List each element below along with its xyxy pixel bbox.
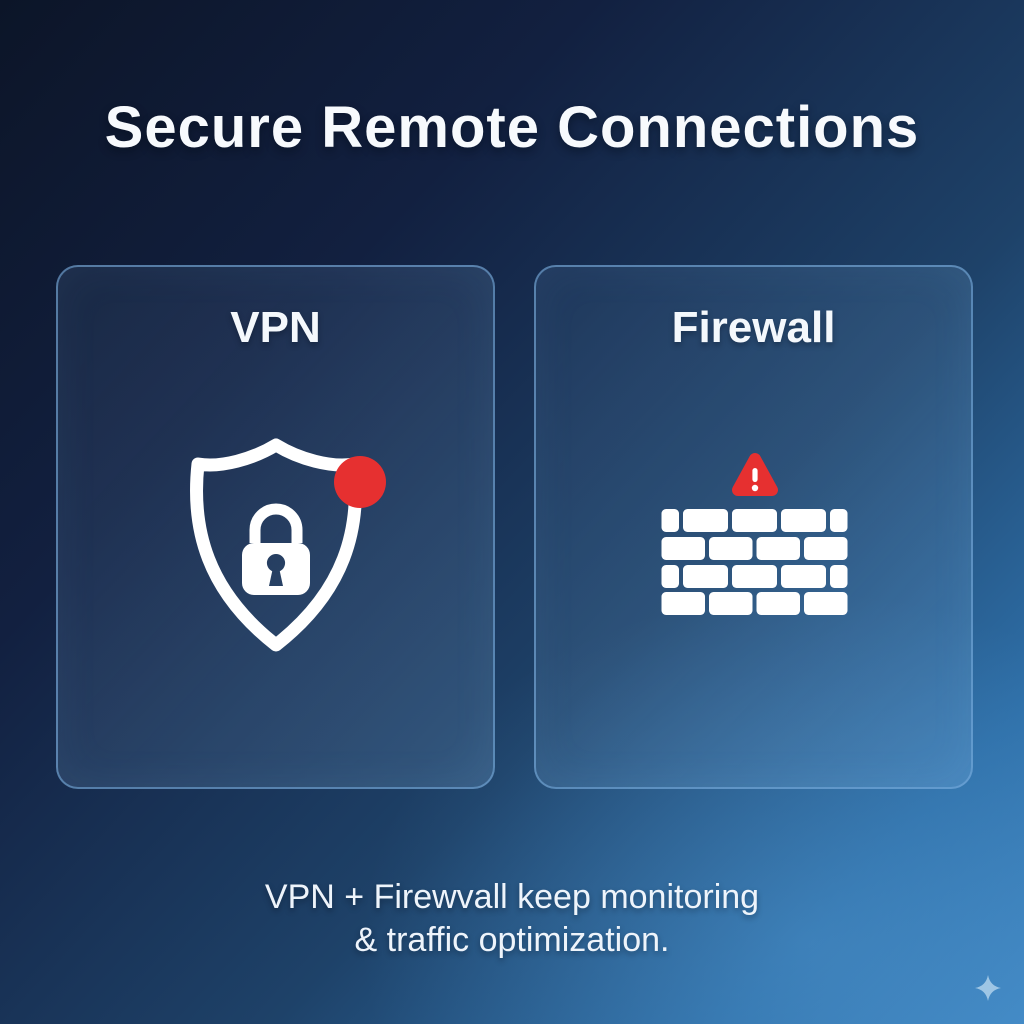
- lock-body: [241, 543, 310, 595]
- page-title: Secure Remote Connections: [104, 95, 920, 160]
- footer-line-2: & traffic optimization.: [354, 921, 670, 959]
- exclamation-bar: [751, 468, 758, 482]
- firewall-card-title: Firewall: [671, 303, 836, 352]
- firewall-svg: [661, 453, 847, 615]
- alert-dot-badge: [333, 456, 386, 508]
- sparkle-icon: [975, 975, 1001, 1001]
- lock-shackle: [249, 503, 302, 543]
- vpn-card-title: VPN: [230, 303, 321, 352]
- footer-caption: VPN + Firewvall keep monitoring & traffi…: [0, 876, 1024, 962]
- exclamation-dot: [751, 484, 758, 492]
- brick-wall-icon: [654, 445, 854, 625]
- vpn-card: VPN: [56, 265, 495, 789]
- warning-triangle-icon: [731, 453, 778, 496]
- shield-lock-svg: [189, 438, 386, 652]
- shield-lock-icon: [166, 435, 386, 655]
- footer-line-1: VPN + Firewvall keep monitoring: [264, 878, 760, 916]
- brick-wall: [661, 509, 847, 615]
- firewall-card: Firewall: [534, 265, 973, 789]
